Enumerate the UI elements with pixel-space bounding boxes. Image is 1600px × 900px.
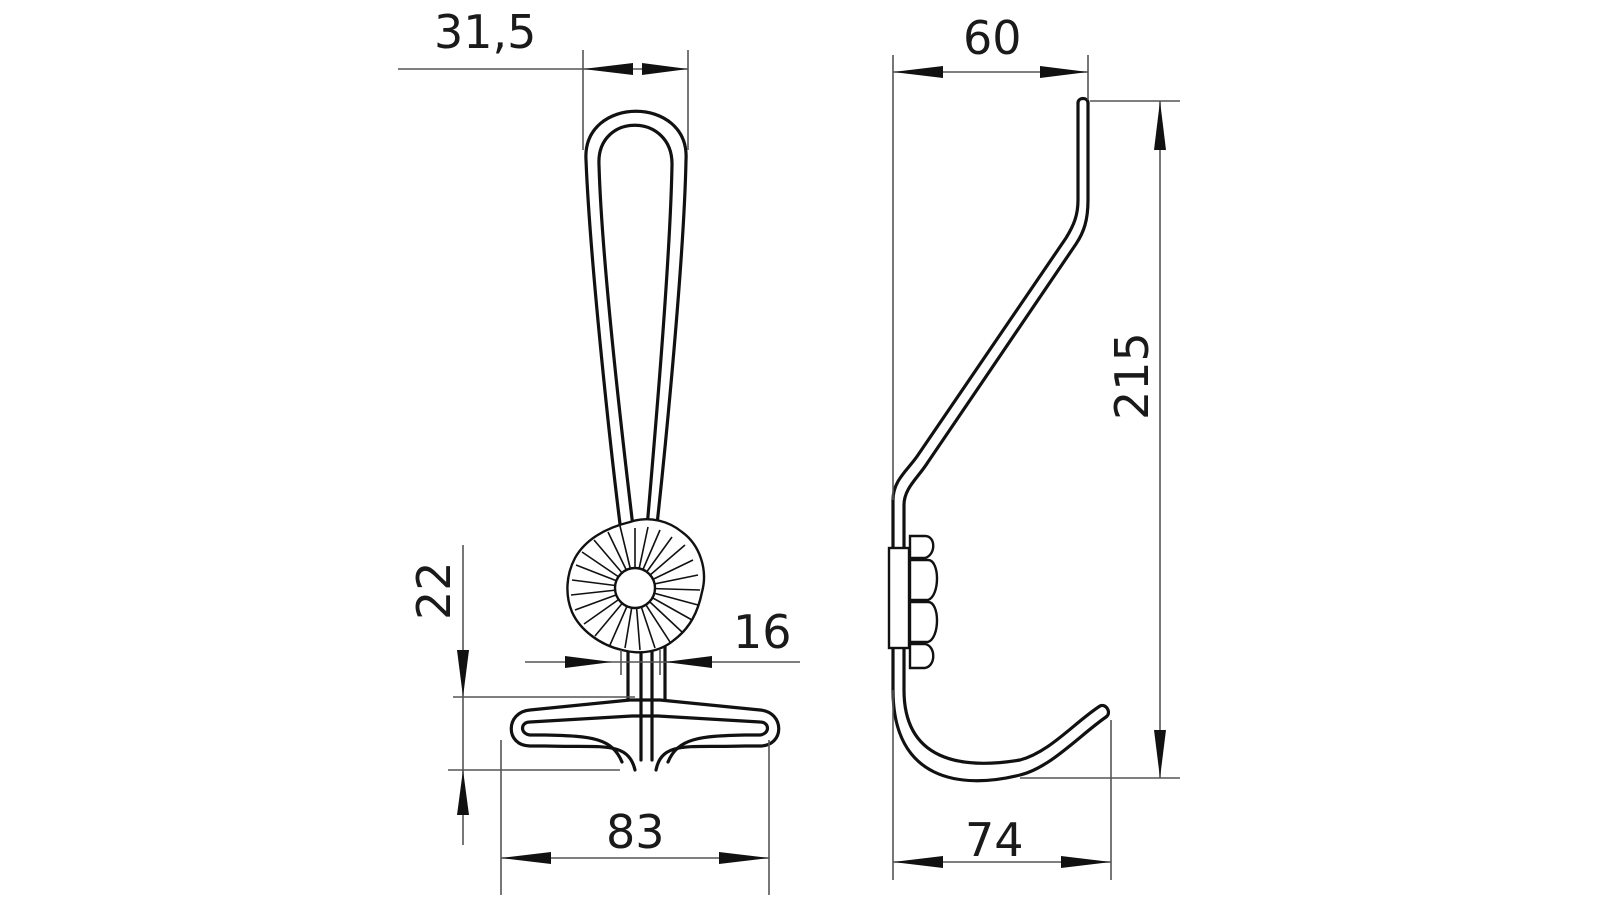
hook-base bbox=[509, 698, 781, 772]
dim-label-16: 16 bbox=[733, 605, 792, 659]
dim-label-60: 60 bbox=[963, 11, 1022, 65]
dim-base-width: 83 bbox=[500, 740, 770, 895]
side-view: 60 215 74 bbox=[887, 11, 1180, 880]
rosette-center bbox=[613, 566, 657, 610]
hook-loop bbox=[584, 109, 688, 587]
dim-wire-pitch: 16 bbox=[525, 605, 800, 675]
mounting-plate bbox=[887, 534, 939, 670]
front-view: 31,5 22 16 83 bbox=[398, 5, 800, 895]
dim-label-83: 83 bbox=[606, 805, 665, 859]
dim-label-31-5: 31,5 bbox=[434, 5, 536, 59]
rosette-ornament bbox=[566, 518, 706, 654]
dim-rosette-height: 22 bbox=[407, 545, 635, 845]
dim-label-74: 74 bbox=[965, 813, 1024, 867]
dim-bottom-depth: 74 bbox=[892, 690, 1112, 880]
hook-profile bbox=[891, 96, 1111, 783]
dim-label-215: 215 bbox=[1105, 332, 1159, 420]
dim-label-22: 22 bbox=[407, 561, 461, 620]
dim-loop-width: 31,5 bbox=[398, 5, 689, 150]
dim-overall-height: 215 bbox=[1020, 100, 1180, 779]
dim-top-depth: 60 bbox=[892, 11, 1089, 500]
